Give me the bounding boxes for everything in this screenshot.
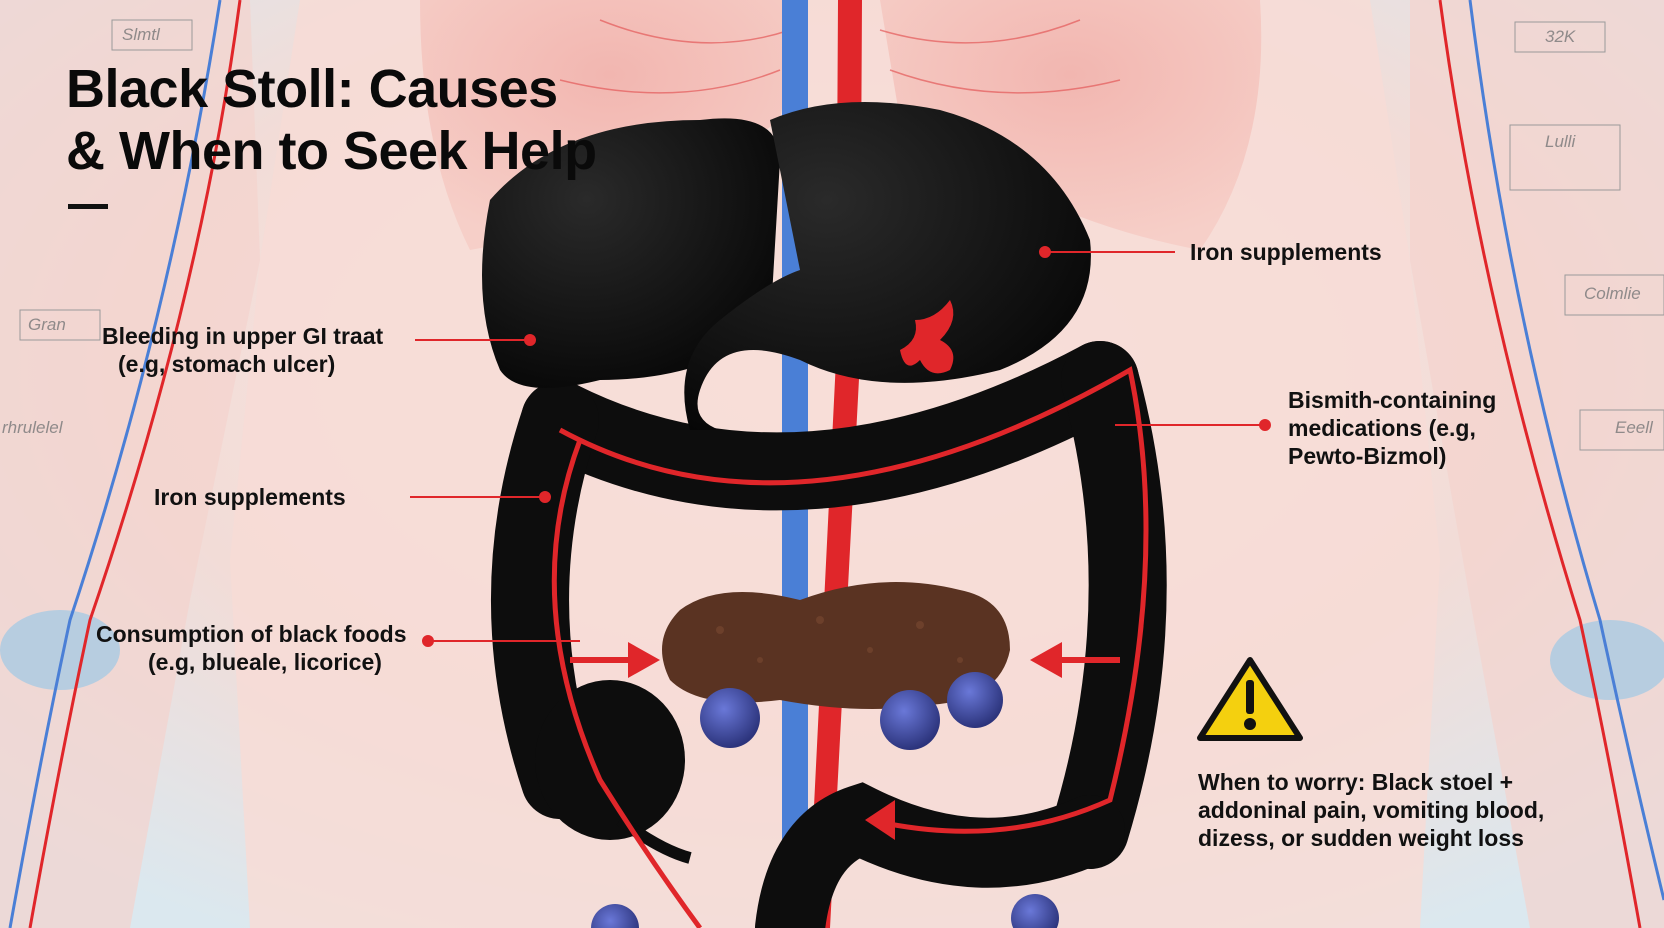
label-line: dizess, or sudden weight loss <box>1198 825 1524 851</box>
right-elbow <box>1550 620 1664 700</box>
title-line-1: Black Stoll: Causes <box>66 59 558 119</box>
label-when-to-worry: When to worry: Black stoel + addoninal p… <box>1198 768 1544 852</box>
faint-frames <box>19 19 1664 451</box>
label-line: Consumption of black foods <box>96 621 407 647</box>
arrows <box>570 642 1120 840</box>
leader-dot <box>539 491 551 503</box>
warning-triangle-icon <box>1197 657 1303 741</box>
label-iron-supplements-right: Iron supplements <box>1190 239 1382 265</box>
blueberry <box>700 688 760 748</box>
blueberries <box>591 672 1059 928</box>
leader-dot <box>524 334 536 346</box>
label-line: When to worry: Black stoel + <box>1198 769 1514 795</box>
left-arm <box>0 0 260 928</box>
large-intestine <box>491 341 1167 928</box>
label-line: Bleeding in upper GI traat <box>102 323 384 349</box>
label-bismuth-medications: Bismith-containing medications (e.g, Pew… <box>1288 386 1496 470</box>
bg-label-left-mid: Gran <box>28 315 66 334</box>
blueberry <box>1011 894 1059 928</box>
label-iron-supplements-left: Iron supplements <box>154 484 346 510</box>
stomach <box>684 102 1091 430</box>
leader-dot <box>1039 246 1051 258</box>
right-lung <box>880 0 1262 250</box>
arm-vessels <box>8 0 1664 928</box>
bg-label-top-left: Slmtl <box>122 25 160 44</box>
ulcer-bleed <box>900 300 954 374</box>
label-line: Pewto-Bizmol) <box>1288 443 1447 469</box>
bg-label-right-lower: Eeell <box>1615 418 1653 437</box>
colon-artery <box>558 366 1149 834</box>
black-stool <box>662 582 1010 709</box>
title-underline <box>68 204 108 209</box>
label-line: Bismith-containing <box>1288 387 1497 413</box>
label-line: medications (e.g, <box>1288 415 1476 441</box>
bg-label-right-upper: Lulli <box>1545 132 1576 151</box>
label-line: (e.g, stomach ulcer) <box>118 351 336 377</box>
blueberry <box>947 672 1003 728</box>
blueberry <box>880 690 940 750</box>
stool-texture <box>716 616 963 663</box>
cecum <box>535 680 685 840</box>
label-black-foods: Consumption of black foods (e.g, blueale… <box>96 620 407 676</box>
bg-label-left-lower: rhrulelel <box>2 418 63 437</box>
left-elbow <box>0 610 120 690</box>
leader-lines <box>410 246 1271 647</box>
blueberry <box>591 904 639 928</box>
page-title: Black Stoll: Causes & When to Seek Help <box>66 58 597 182</box>
label-line: addoninal pain, vomiting blood, <box>1198 797 1545 823</box>
leader-dot <box>1259 419 1271 431</box>
leader-dot <box>422 635 434 647</box>
bg-label-top-right: 32K <box>1545 27 1576 46</box>
lung-vessels <box>559 19 1121 94</box>
bg-label-right-mid: Colmlie <box>1584 284 1641 303</box>
label-line: (e.g, blueale, licorice) <box>148 649 382 675</box>
liver <box>482 118 780 388</box>
title-line-2: & When to Seek Help <box>66 121 597 181</box>
label-upper-gi-bleeding: Bleeding in upper GI traat (e.g, stomach… <box>102 322 383 378</box>
